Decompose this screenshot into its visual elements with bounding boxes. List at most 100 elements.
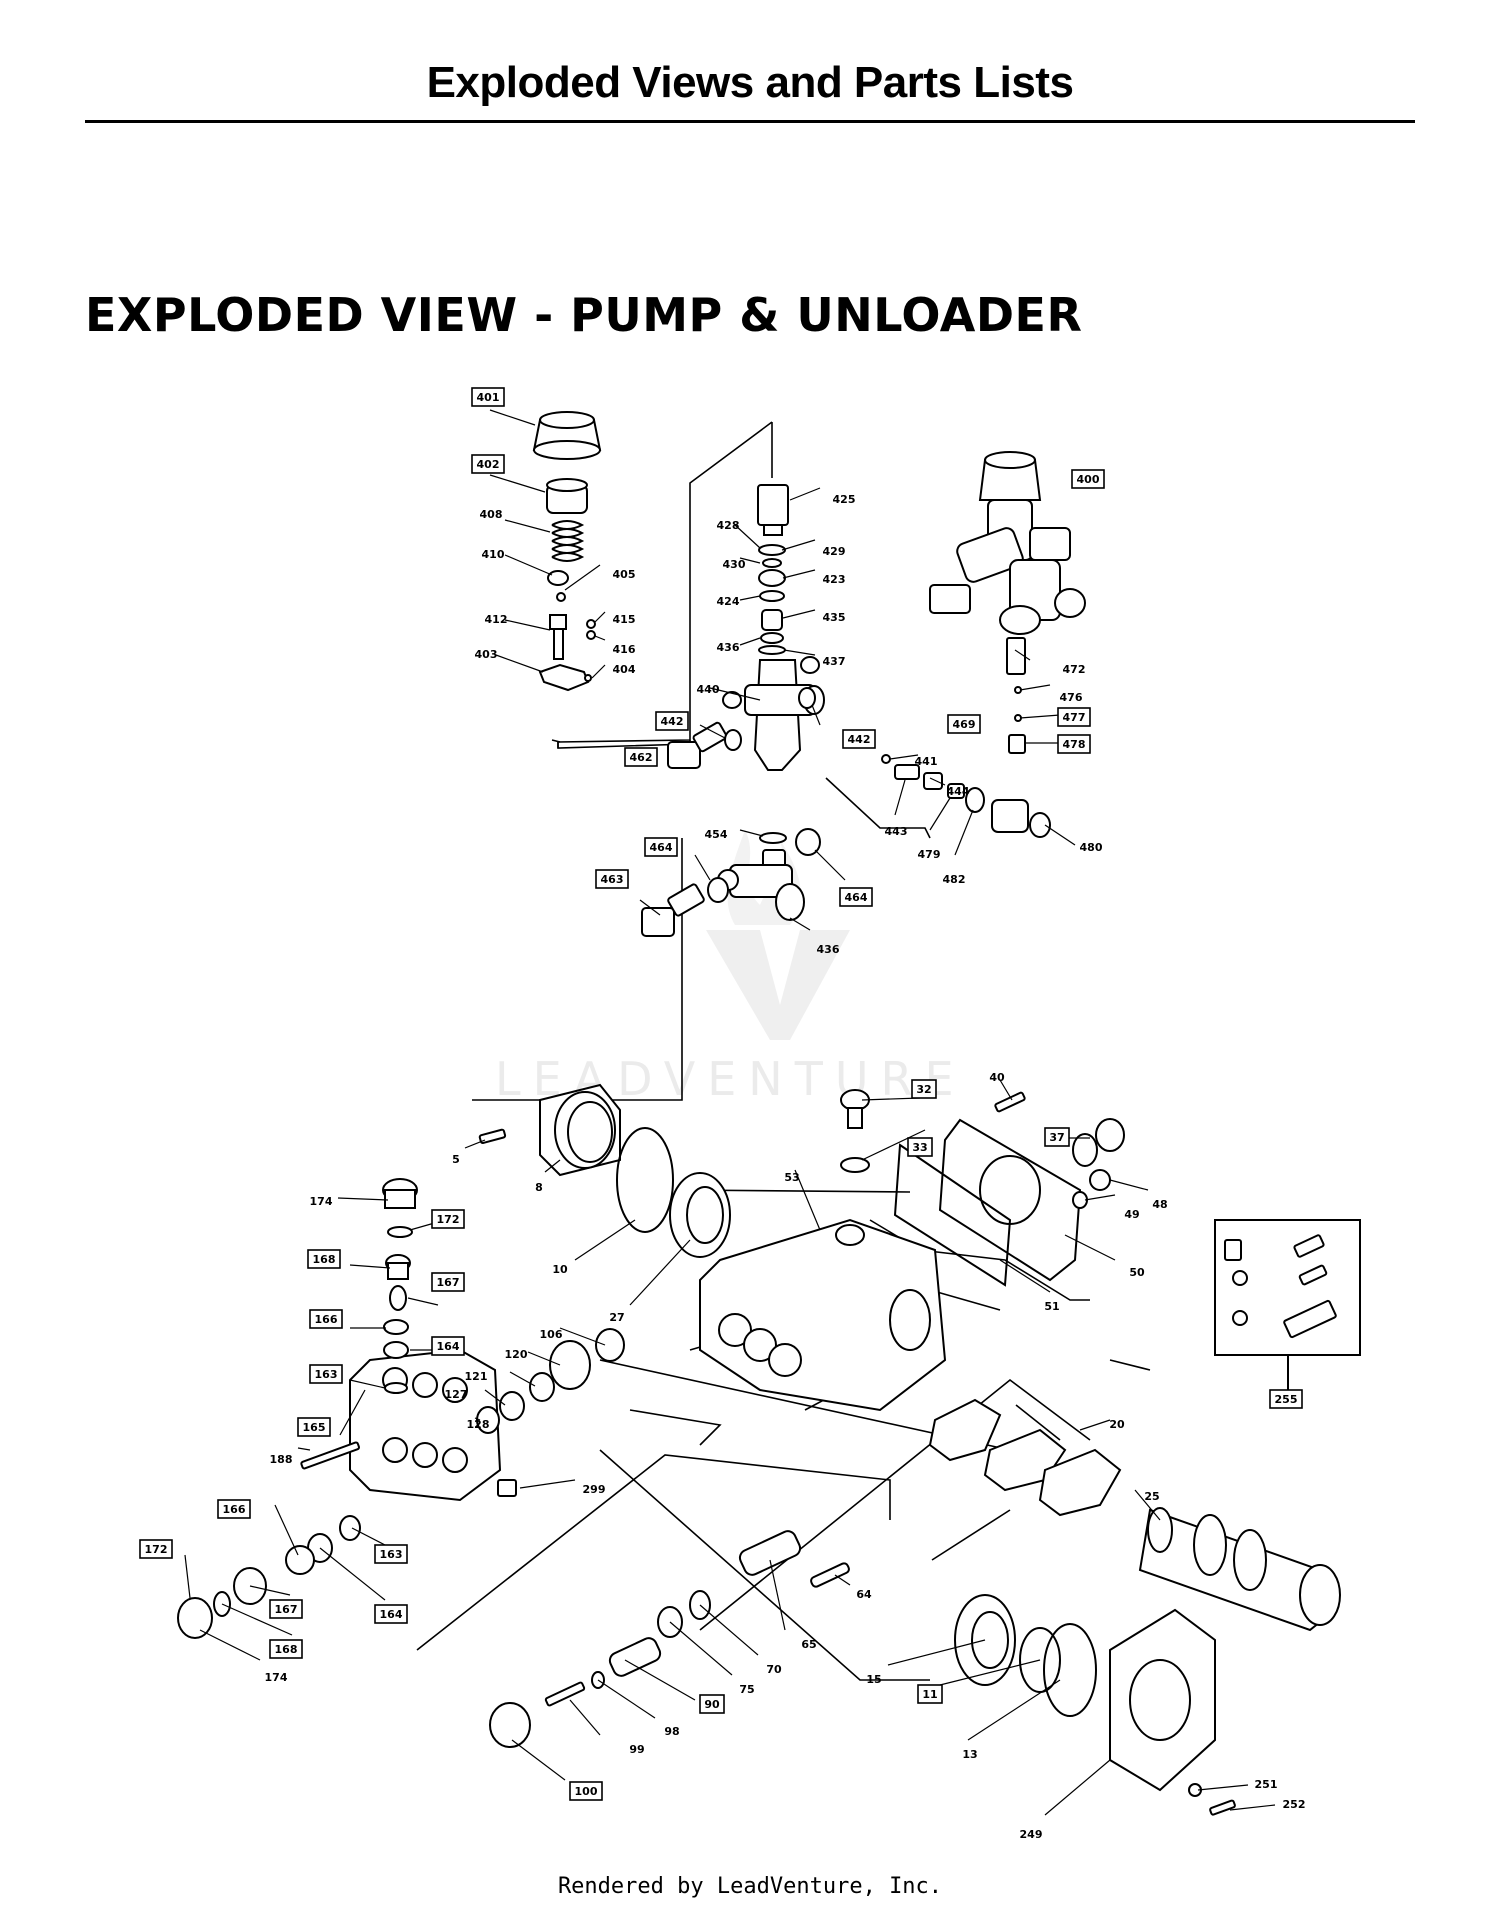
part-label-402: 402 <box>477 458 500 471</box>
part-label-5: 5 <box>452 1153 460 1166</box>
part-label-box-100 <box>569 1781 603 1801</box>
part-label-120: 120 <box>505 1348 528 1361</box>
part-label-410: 410 <box>482 548 505 561</box>
part-label-442a: 442 <box>661 715 684 728</box>
part-label-401: 401 <box>477 391 500 404</box>
part-label-53: 53 <box>784 1171 799 1184</box>
part-label-436a: 436 <box>717 641 740 654</box>
part-label-50: 50 <box>1129 1266 1145 1279</box>
part-label-441: 441 <box>915 755 938 768</box>
part-label-box-172b <box>139 1539 173 1559</box>
part-label-11: 11 <box>922 1688 937 1701</box>
part-label-164a: 164 <box>437 1340 460 1353</box>
part-label-27: 27 <box>609 1311 624 1324</box>
part-label-90: 90 <box>704 1698 720 1711</box>
part-label-box-164b <box>374 1604 408 1624</box>
part-label-454: 454 <box>705 828 728 841</box>
part-label-442b: 442 <box>848 733 871 746</box>
part-label-box-400 <box>1071 469 1105 489</box>
part-label-65: 65 <box>801 1638 816 1651</box>
part-label-75: 75 <box>739 1683 754 1696</box>
part-label-48: 48 <box>1152 1198 1167 1211</box>
part-label-477: 477 <box>1063 711 1086 724</box>
part-label-478: 478 <box>1063 738 1086 751</box>
part-label-464a: 464 <box>650 841 673 854</box>
part-label-423: 423 <box>823 573 846 586</box>
part-label-403: 403 <box>475 648 498 661</box>
part-label-box-90 <box>699 1694 725 1714</box>
part-label-box-478 <box>1057 734 1091 754</box>
part-label-163b: 163 <box>380 1548 403 1561</box>
part-label-box-167b <box>269 1599 303 1619</box>
part-label-box-164a <box>431 1336 465 1356</box>
part-label-405: 405 <box>613 568 636 581</box>
part-label-440: 440 <box>697 683 720 696</box>
part-label-box-163b <box>374 1544 408 1564</box>
part-label-70: 70 <box>766 1663 782 1676</box>
page-title: Exploded Views and Parts Lists <box>426 58 1074 107</box>
part-label-480: 480 <box>1080 841 1103 854</box>
part-label-167a: 167 <box>437 1276 460 1289</box>
part-label-106: 106 <box>540 1328 563 1341</box>
part-label-box-401 <box>471 387 505 407</box>
part-label-168a: 168 <box>313 1253 336 1266</box>
watermark-logo <box>706 930 850 1040</box>
part-label-33: 33 <box>912 1141 927 1154</box>
part-label-15: 15 <box>866 1673 881 1686</box>
part-label-64: 64 <box>856 1588 872 1601</box>
part-label-166a: 166 <box>315 1313 338 1326</box>
label-leaders <box>184 409 1276 1816</box>
part-label-436b: 436 <box>817 943 840 956</box>
part-label-box-402 <box>471 454 505 474</box>
part-label-428: 428 <box>717 519 740 532</box>
part-label-100: 100 <box>575 1785 598 1798</box>
part-label-415: 415 <box>613 613 636 626</box>
unloader-parts <box>532 411 1051 937</box>
part-label-462: 462 <box>630 751 653 764</box>
part-label-166b: 166 <box>223 1503 246 1516</box>
part-label-469: 469 <box>953 718 976 731</box>
part-label-168b: 168 <box>275 1643 298 1656</box>
pump-parts <box>177 1083 1341 1816</box>
part-label-49: 49 <box>1124 1208 1139 1221</box>
part-label-box-168a <box>307 1249 341 1269</box>
part-label-404: 404 <box>613 663 636 676</box>
part-label-165: 165 <box>303 1421 326 1434</box>
part-label-443: 443 <box>885 825 908 838</box>
part-label-32: 32 <box>916 1083 931 1096</box>
part-label-299: 299 <box>583 1483 606 1496</box>
part-label-box-442a <box>655 711 689 731</box>
part-label-121: 121 <box>465 1370 488 1383</box>
part-label-255: 255 <box>1275 1393 1298 1406</box>
kit-box-255 <box>1214 1219 1361 1395</box>
part-label-408: 408 <box>480 508 503 521</box>
part-label-box-477 <box>1057 707 1091 727</box>
part-label-437: 437 <box>823 655 846 668</box>
part-label-37: 37 <box>1049 1131 1064 1144</box>
part-label-box-469 <box>947 714 981 734</box>
part-label-box-172a <box>431 1209 465 1229</box>
part-label-429: 429 <box>823 545 846 558</box>
part-label-25: 25 <box>1144 1490 1159 1503</box>
part-label-430: 430 <box>723 558 746 571</box>
part-label-box-442b <box>842 729 876 749</box>
part-label-20: 20 <box>1109 1418 1125 1431</box>
part-label-box-32 <box>911 1079 937 1099</box>
part-label-424: 424 <box>717 595 740 608</box>
part-label-box-166a <box>309 1309 343 1329</box>
part-label-167b: 167 <box>275 1603 298 1616</box>
exploded-view-diagram: LEADVENTURE <box>139 387 1361 1841</box>
part-label-476: 476 <box>1060 691 1083 704</box>
part-label-40: 40 <box>989 1071 1005 1084</box>
part-label-188: 188 <box>270 1453 293 1466</box>
part-label-251: 251 <box>1255 1778 1278 1791</box>
unloader-assembly-400 <box>929 451 1086 635</box>
part-label-172b: 172 <box>145 1543 168 1556</box>
part-label-444: 444 <box>947 785 970 798</box>
assembly-brackets <box>416 421 1091 1681</box>
part-label-164b: 164 <box>380 1608 403 1621</box>
part-label-249: 249 <box>1020 1828 1043 1841</box>
header-divider <box>85 120 1415 123</box>
part-label-482: 482 <box>943 873 966 886</box>
